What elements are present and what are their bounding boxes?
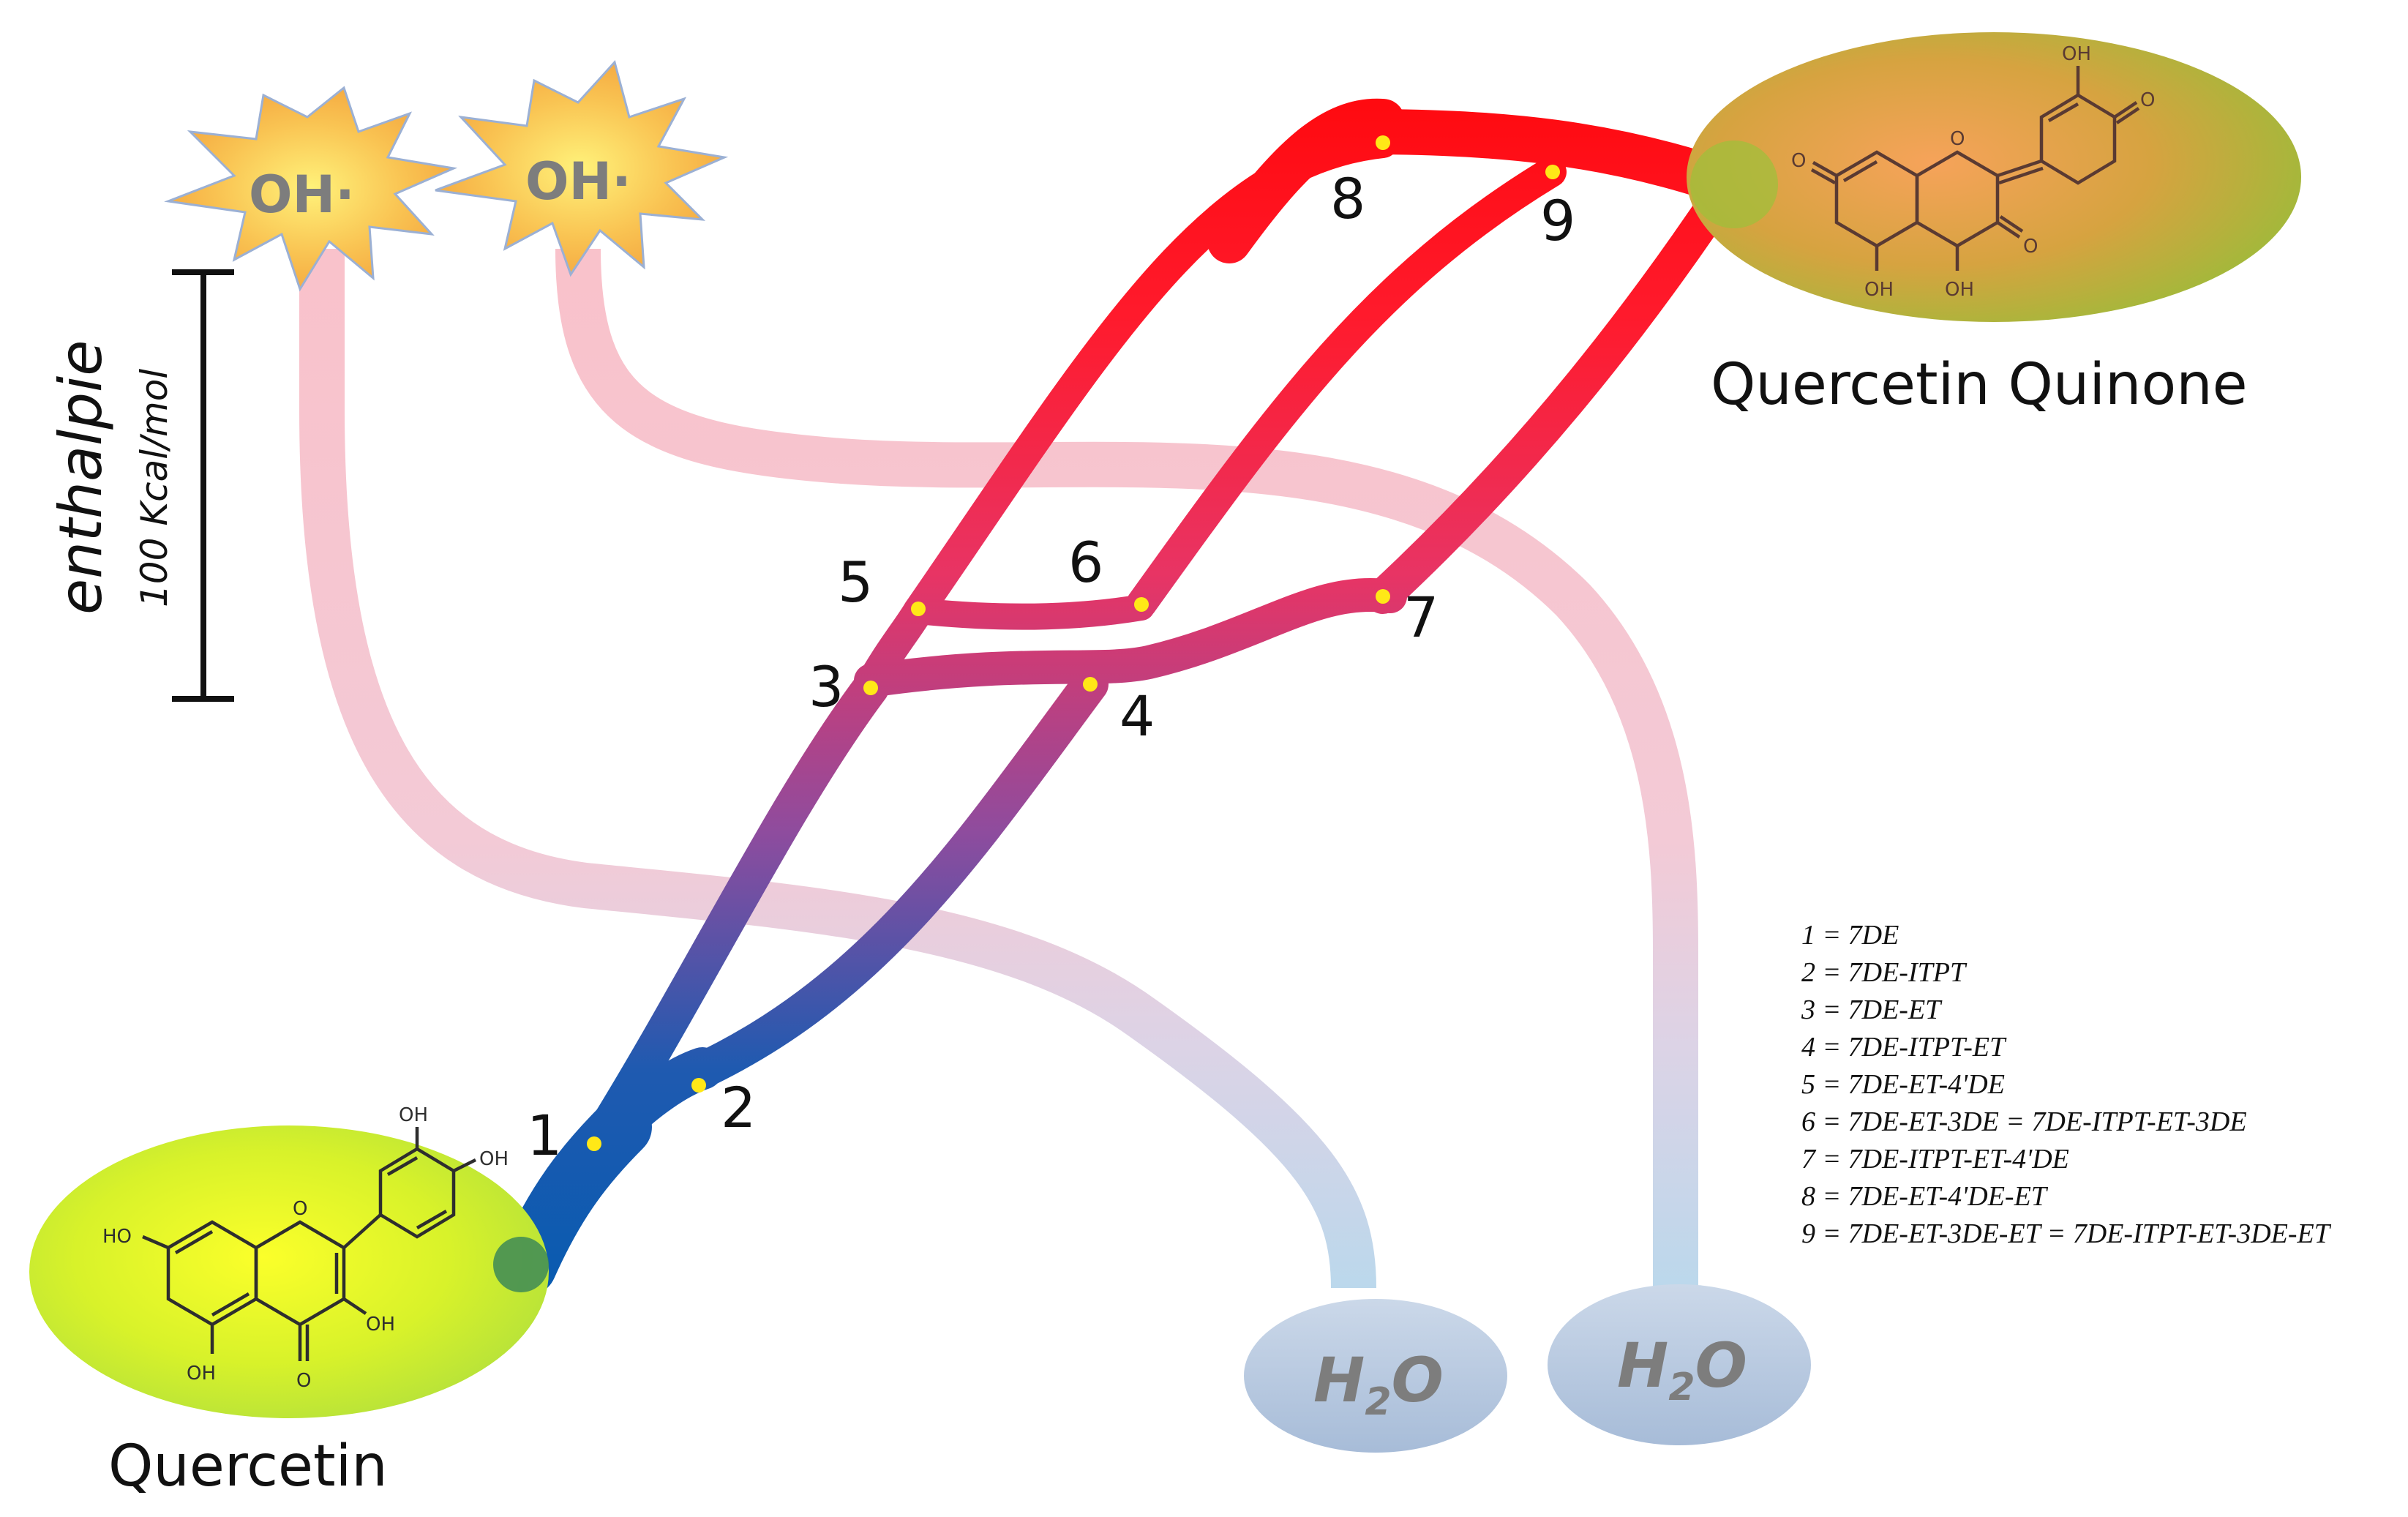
quercetin-quinone-group: O O OH O O OH OH Quercetin Quinone xyxy=(1687,32,2301,418)
start-label: Quercetin xyxy=(108,1434,388,1499)
quinone-structure xyxy=(1810,66,2140,271)
node-number-1: 1 xyxy=(527,1103,562,1168)
legend-entry: 2 = 7DE-ITPT xyxy=(1801,957,1968,988)
radical-burst xyxy=(435,59,729,277)
legend-entry: 3 = 7DE-ET xyxy=(1801,995,1943,1025)
node-dot-6 xyxy=(1134,597,1149,612)
water-1: H2O xyxy=(1244,1299,1507,1453)
water-blob xyxy=(1548,1284,1811,1445)
node-dot-8 xyxy=(1376,135,1390,150)
end-label: Quercetin Quinone xyxy=(1711,352,2248,418)
node-number-8: 8 xyxy=(1330,166,1365,231)
atom-label: OH xyxy=(366,1314,395,1336)
node-dot-7 xyxy=(1376,589,1390,604)
node-dot-9 xyxy=(1545,165,1560,179)
radical-2: OH· xyxy=(435,59,729,277)
legend: 1 = 7DE 2 = 7DE-ITPT 3 = 7DE-ET 4 = 7DE-ITP… xyxy=(1801,920,2332,1249)
water-h: H xyxy=(1617,1330,1668,1401)
radical-water-bands xyxy=(299,248,1698,1289)
node-number-5: 5 xyxy=(838,550,873,615)
water-blob xyxy=(1244,1299,1507,1453)
legend-entry: 6 = 7DE-ET-3DE = 7DE-ITPT-ET-3DE xyxy=(1801,1106,2247,1137)
path-3-4-band xyxy=(854,577,1407,697)
node-number-7: 7 xyxy=(1403,585,1439,650)
radical-label: OH· xyxy=(525,151,631,211)
atom-label: O xyxy=(1791,150,1806,172)
pathway-network xyxy=(497,98,1749,1296)
water-o: O xyxy=(1695,1330,1747,1401)
path-1-to-3 xyxy=(578,670,889,1164)
water-o: O xyxy=(1392,1344,1444,1416)
band-radical-1-to-water-1 xyxy=(299,249,1376,1289)
atom-label: O xyxy=(2140,89,2155,111)
scale-bar-label: 100 Kcal/mol xyxy=(133,369,176,607)
water-label: H2O xyxy=(1313,1344,1444,1424)
node-dot-2 xyxy=(691,1078,706,1093)
water-h: H xyxy=(1313,1344,1365,1416)
quinone-atom-labels: O O OH O O OH OH xyxy=(1791,43,2155,301)
node-dot-5 xyxy=(911,602,926,616)
legend-entry: 7 = 7DE-ITPT-ET-4'DE xyxy=(1801,1144,2069,1175)
node-dot-3 xyxy=(863,681,878,695)
node-number-6: 6 xyxy=(1068,530,1103,595)
path-2-to-4 xyxy=(680,666,1109,1090)
atom-label: O xyxy=(296,1370,311,1392)
atom-label: OH xyxy=(1864,279,1894,301)
atom-label: OH xyxy=(399,1104,428,1126)
quinone-blob xyxy=(1687,32,2301,322)
end-junction xyxy=(1690,141,1778,228)
water-products: H2O H2O xyxy=(1244,1284,1811,1453)
legend-entry: 5 = 7DE-ET-4'DE xyxy=(1801,1069,2005,1100)
radicals: OH· OH· xyxy=(164,59,729,292)
legend-entry: 1 = 7DE xyxy=(1801,920,1899,951)
node-dot-4 xyxy=(1083,677,1098,692)
start-junction xyxy=(493,1237,549,1292)
radical-burst xyxy=(164,86,458,292)
enthalpy-scale: enthalpie 100 Kcal/mol xyxy=(47,269,234,702)
legend-entry: 4 = 7DE-ITPT-ET xyxy=(1801,1032,2007,1063)
path-7-to-end xyxy=(1365,169,1744,614)
atom-label: OH xyxy=(2062,43,2091,65)
water-2: H2O xyxy=(1548,1284,1811,1445)
node-number-4: 4 xyxy=(1119,683,1155,749)
quercetin-structure xyxy=(142,1127,477,1361)
atom-label: O xyxy=(293,1198,307,1220)
atom-label: HO xyxy=(102,1226,132,1248)
radical-label: OH· xyxy=(249,165,355,225)
quercetin-atom-labels: HO O OH OH OH OH O xyxy=(102,1104,509,1392)
legend-entry: 8 = 7DE-ET-4'DE-ET xyxy=(1801,1181,2049,1212)
path-5-6-band xyxy=(905,594,1155,630)
atom-label: O xyxy=(2023,236,2038,258)
node-dot-1 xyxy=(587,1136,601,1151)
radical-1: OH· xyxy=(164,86,458,292)
atom-label: OH xyxy=(187,1363,216,1385)
atom-label: O xyxy=(1950,128,1965,150)
pathway-nodes: 1 2 3 4 5 6 7 8 9 xyxy=(527,135,1575,1168)
path-8-9-band xyxy=(1346,109,1749,206)
water-label: H2O xyxy=(1617,1330,1747,1409)
legend-entry: 9 = 7DE-ET-3DE-ET = 7DE-ITPT-ET-3DE-ET xyxy=(1801,1218,2332,1249)
path-top-left-arc xyxy=(1207,98,1405,263)
node-number-3: 3 xyxy=(809,654,844,719)
atom-label: OH xyxy=(1945,279,1974,301)
atom-label: OH xyxy=(479,1148,509,1170)
path-6-to-9 xyxy=(1126,157,1567,619)
node-number-9: 9 xyxy=(1540,188,1575,253)
water-subscript: 2 xyxy=(1668,1366,1695,1409)
quercetin-group: HO O OH OH OH OH O Quercetin xyxy=(29,1104,549,1499)
water-subscript: 2 xyxy=(1365,1380,1391,1424)
node-number-2: 2 xyxy=(721,1075,756,1140)
scale-axis-label: enthalpie xyxy=(47,340,115,615)
quercetin-blob xyxy=(29,1125,549,1418)
